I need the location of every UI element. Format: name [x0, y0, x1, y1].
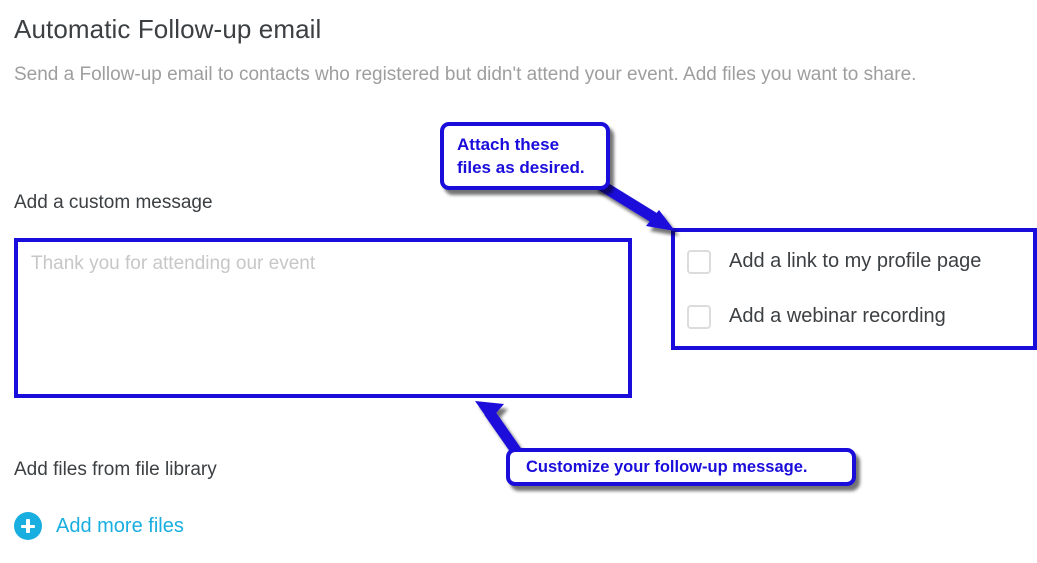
- callout-customize-message: Customize your follow-up message.: [506, 448, 856, 486]
- attachment-option-label: Add a link to my profile page: [729, 250, 982, 272]
- checkbox-profile-link[interactable]: [687, 249, 711, 274]
- plus-circle-icon: [14, 512, 42, 540]
- attachment-option-label: Add a webinar recording: [729, 305, 946, 327]
- file-library-label: Add files from file library: [14, 459, 217, 480]
- callout-customize-text: Customize your follow-up message.: [526, 457, 808, 476]
- add-more-files-button[interactable]: Add more files: [14, 512, 184, 540]
- callout-attach-line2: files as desired.: [457, 158, 585, 177]
- page-description: Send a Follow-up email to contacts who r…: [14, 64, 917, 85]
- attachment-options-list: Add a link to my profile page Add a webi…: [677, 234, 1033, 344]
- callout-attach-text: Attach these files as desired.: [457, 133, 585, 180]
- custom-message-input[interactable]: [16, 240, 630, 396]
- add-more-files-label: Add more files: [56, 514, 184, 537]
- attachment-option-webinar-recording[interactable]: Add a webinar recording: [677, 289, 1033, 344]
- custom-message-label: Add a custom message: [14, 192, 213, 213]
- callout-attach-files: Attach these files as desired.: [440, 122, 610, 190]
- callout-attach-line1: Attach these: [457, 134, 560, 154]
- attachment-option-profile-link[interactable]: Add a link to my profile page: [677, 234, 1033, 289]
- page-title: Automatic Follow-up email: [14, 14, 322, 44]
- checkbox-webinar-recording[interactable]: [687, 304, 711, 329]
